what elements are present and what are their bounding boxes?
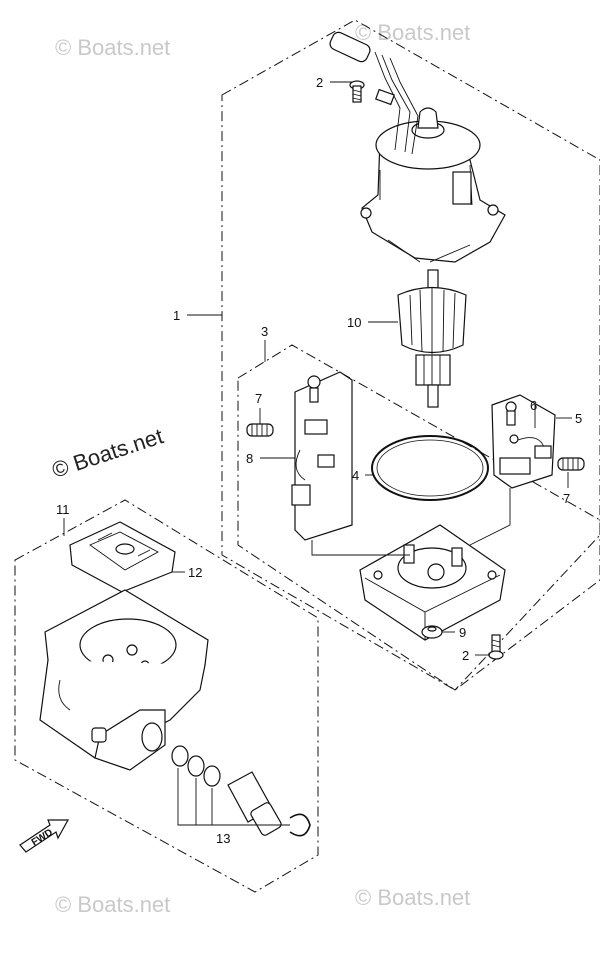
end-cap: [359, 524, 506, 641]
callout-11: 11: [56, 502, 70, 517]
spring-7-left: [246, 423, 274, 437]
assembly-11-boundary: [14, 499, 319, 893]
callout-2-bottom: 2: [462, 648, 469, 663]
assembly-1-boundary: [221, 19, 600, 691]
fwd-arrow-icon: FWD: [19, 819, 70, 853]
pump-body: [39, 589, 209, 771]
brush-holder-left: [291, 371, 353, 541]
callout-3: 3: [261, 324, 268, 339]
armature: [397, 269, 467, 408]
callout-8: 8: [246, 451, 253, 466]
washer-9: [421, 625, 443, 639]
motor-wires: [329, 31, 419, 155]
brush-holder-right: [491, 394, 556, 489]
callout-10: 10: [347, 315, 361, 330]
callout-9: 9: [459, 625, 466, 640]
callout-7-left: 7: [255, 391, 262, 406]
connector-5-base: [469, 488, 511, 546]
connector-8-base: [311, 540, 410, 556]
watermark-top-left: © Boats.net: [55, 35, 170, 60]
callout-4: 4: [352, 468, 359, 483]
assembly-3-boundary: [237, 344, 600, 691]
screw-2-bottom: [488, 634, 504, 660]
valve-set-13: [171, 745, 311, 837]
callout-13: 13: [216, 831, 230, 846]
o-ring-inner: [376, 439, 484, 497]
gasket-12: [69, 521, 176, 593]
callout-12: 12: [188, 565, 202, 580]
leader-13: [177, 768, 290, 826]
o-ring: [371, 435, 489, 501]
screw-2-top: [349, 80, 365, 103]
watermark-top-right: © Boats.net: [355, 20, 470, 45]
callout-5: 5: [575, 411, 582, 426]
callout-2-top: 2: [316, 75, 323, 90]
callout-1: 1: [173, 308, 180, 323]
motor-housing: [360, 107, 506, 263]
watermark-bottom-right: © Boats.net: [355, 885, 470, 910]
callout-6: 6: [530, 398, 537, 413]
callout-7-right: 7: [563, 491, 570, 506]
watermark-bottom-left: © Boats.net: [55, 892, 170, 917]
spring-7-right: [557, 457, 585, 471]
watermark-middle-left: © Boats.net: [49, 423, 166, 482]
